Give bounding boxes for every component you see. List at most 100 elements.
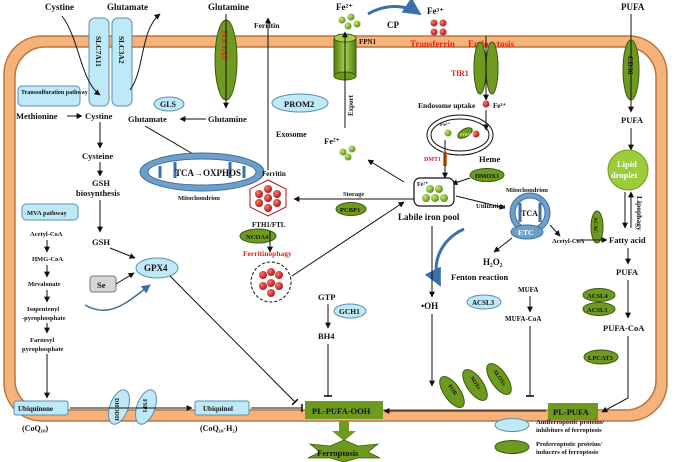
- lpcat3-enzyme: [583, 349, 619, 365]
- lipid-droplet-label-2: droplet: [611, 170, 637, 180]
- etc-h2o2-arrow: [493, 237, 513, 253]
- dhodh-protein: [108, 389, 130, 425]
- fsp1-label: FSP1: [141, 399, 147, 413]
- mitochondrion-left: [139, 152, 265, 192]
- gsh-label: GSH: [92, 237, 110, 247]
- slc7a11-label: SLC7A11: [94, 36, 103, 67]
- mevalonate-label: Mevalonate: [28, 281, 61, 288]
- endosome-uptake-label: Endosome uptake: [418, 101, 476, 110]
- prom2-protein: [271, 93, 329, 113]
- lipophagy-label: Lipophagy: [635, 196, 644, 231]
- exosome-label: Exosome: [276, 130, 307, 139]
- fe2-export-label: Fe²⁺: [324, 136, 340, 146]
- ubiquinone-box: [13, 400, 69, 416]
- pufacoa-plpufa-arrow: [601, 336, 629, 413]
- glutamate-inside-label: Glutamate: [128, 114, 167, 124]
- glutamine-inside-label: Glutamine: [208, 114, 247, 124]
- ferritinophagy-label: Ferritinophagy: [243, 249, 292, 258]
- lpcat3-label: LPCAT3: [588, 355, 614, 362]
- pcbp1-protein: [335, 202, 367, 216]
- mva-pathway-label: MVA pathway: [27, 210, 68, 217]
- gls-label: GLS: [160, 100, 177, 109]
- cystine-inside-label: Cystine: [85, 111, 113, 121]
- fth1-ftl-label: FTH1/FTL: [252, 221, 286, 229]
- etc-complex: [510, 224, 544, 240]
- ferroptosis-arrow: [332, 421, 356, 441]
- noxs-protein: [462, 369, 488, 401]
- mitochondrion-left-label: Mitochondrion: [178, 195, 220, 202]
- gls-enzyme: [153, 96, 185, 112]
- fe2-outside-label: Fe²⁺: [336, 2, 353, 12]
- lip-export-arrow: [367, 159, 405, 183]
- oh-radical-label: •OH: [421, 301, 438, 311]
- acsl1-enzyme: [582, 302, 616, 316]
- ncoa4-protein: [239, 228, 277, 244]
- tfr1-label: TfR1: [451, 69, 469, 78]
- slc3a2-label: SLC3A2: [117, 36, 126, 64]
- mufa-label: MUFA: [518, 286, 538, 294]
- gch1-enzyme: [333, 303, 367, 319]
- gsh-biosynthesis-label-1: GSH: [92, 178, 110, 188]
- legend-pro-label-2: inducers of ferroptosis: [536, 449, 599, 456]
- fpp-label-2: pyrophosphate: [22, 346, 64, 353]
- ferritin-inside-label: Ferritin: [262, 170, 286, 178]
- steap3-label: STEAP3: [460, 132, 474, 137]
- ferroptosis-burst: [307, 439, 381, 462]
- pufa-right-label: PUFA: [616, 267, 639, 277]
- ferritin-outside-label: Ferritin: [254, 21, 280, 30]
- se-gpx4-arrow: [115, 272, 135, 285]
- heme-label: Heme: [479, 154, 500, 164]
- ipp-label-2: -pyrophosphate: [22, 315, 66, 322]
- acac-enzyme: [590, 210, 604, 244]
- coq10h2-label: (CoQ₁₀-H₂): [200, 424, 238, 433]
- labile-iron-pool-box: [413, 177, 455, 207]
- fpn1-label: FPN1: [359, 38, 377, 46]
- mufa-coa-label: MUFA-CoA: [505, 315, 541, 323]
- h2o2-label: H₂O₂: [483, 257, 503, 267]
- bh4-label: BH4: [318, 331, 335, 341]
- coq10-label: (CoQ₁₀): [22, 424, 48, 433]
- legend-anti-swatch: [494, 418, 530, 432]
- acsl3-enzyme: [466, 294, 502, 310]
- cystine-outside-label: Cystine: [45, 2, 74, 12]
- se-label: Se: [97, 280, 106, 290]
- gpx4-label: GPX4: [144, 263, 168, 273]
- transferrin-label: Transferrin: [410, 39, 455, 49]
- pcbp1-label: PCBP1: [340, 207, 360, 214]
- lipid-droplet-label-1: Lipid: [617, 159, 637, 169]
- lip-mitochondrion-arrow: [455, 195, 506, 210]
- por-protein: [439, 376, 465, 408]
- ubiquinone-label: Ubiquinone: [18, 405, 53, 413]
- pl-pufa-ooh-label: PL-PUFA-OOH: [312, 406, 371, 416]
- acetyl-coa-label: Acetyl-CoA: [30, 231, 63, 238]
- cysteine-label: Cysteine: [82, 151, 113, 161]
- legend-pro-label-1: Proferroptotic proteins/: [536, 441, 602, 448]
- slc1a5-label: SLC1A5: [220, 30, 229, 59]
- ncoa4-label: NCOA4: [246, 234, 269, 241]
- endosome: [426, 114, 494, 156]
- legend-anti-label-1: Antiferroptotic proteins/: [536, 419, 604, 426]
- ferritinophagy-lip-arrow: [291, 201, 405, 277]
- cp-oxidation-arrow: [367, 0, 422, 16]
- lip-fe2-label: Fe²⁺: [417, 182, 428, 188]
- fenton-label: Fenton reaction: [451, 272, 508, 282]
- tca-right-label: TCA: [521, 209, 538, 218]
- cytoplasm: [14, 46, 657, 411]
- gsh-biosynthesis-label-2: biosynthesis: [76, 188, 121, 198]
- ferritin-cage: [249, 179, 287, 217]
- methionine-label: Methionine: [16, 111, 58, 121]
- pl-pufa-label: PL-PUFA: [553, 407, 590, 417]
- legend-anti-label-2: inhibitors of ferroptosis: [536, 427, 602, 434]
- acsl4-label: ACSL4: [587, 293, 608, 300]
- autophagosome: [250, 261, 292, 303]
- glutamate-tca-arrow: [144, 125, 201, 159]
- fe3-outside-label: Fe³⁺: [427, 6, 444, 16]
- ferroptosis-label: Ferroptosis: [317, 448, 359, 458]
- mitochondrion-right-label: Mitochondrion: [506, 187, 548, 194]
- ubiquinol-label: Ubiquinol: [203, 405, 233, 413]
- ipp-gpx4-arrow: [84, 284, 151, 311]
- acsl1-label: ACSL1: [587, 307, 608, 314]
- mitochondrion-right: [509, 192, 551, 234]
